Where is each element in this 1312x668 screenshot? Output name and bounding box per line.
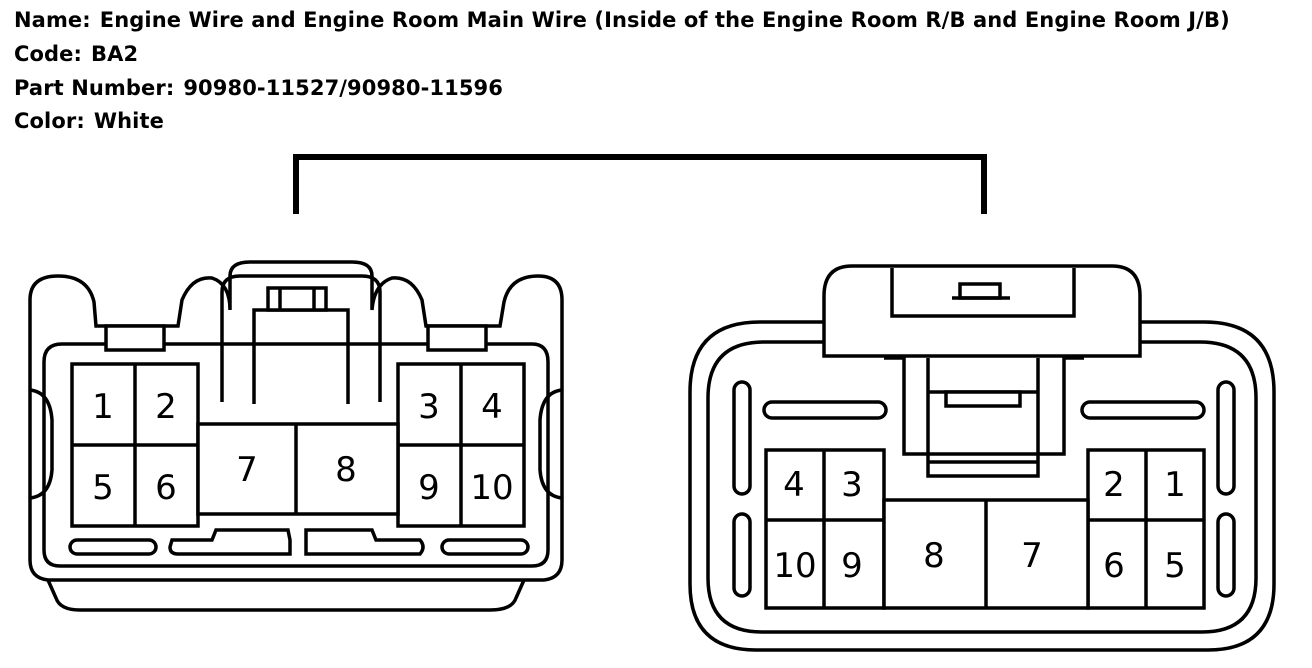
pin-label: 2 <box>1103 465 1125 505</box>
side-slot <box>1216 380 1236 496</box>
left-pin-labels: 1 2 3 4 5 6 7 8 9 10 <box>92 387 513 508</box>
pin-label: 6 <box>1103 546 1125 586</box>
pin-label: 4 <box>783 465 805 505</box>
bottom-slot <box>304 528 425 556</box>
part-number-value: 90980-11527/90980-11596 <box>183 76 503 100</box>
center-latch <box>884 356 1084 456</box>
pin-label: 10 <box>773 546 816 586</box>
lock-tab <box>104 324 166 352</box>
top-housing <box>822 264 1142 358</box>
top-housing-inner <box>890 268 1076 318</box>
side-slot <box>732 512 752 598</box>
lock-tab <box>426 324 488 352</box>
left-inner-shell <box>42 342 550 568</box>
part-number-line: Part Number: 90980-11527/90980-11596 <box>14 76 503 100</box>
pin-label: 2 <box>155 387 177 427</box>
pin-label: 3 <box>841 465 863 505</box>
pin-label: 9 <box>841 546 863 586</box>
center-latch <box>252 308 350 404</box>
code-line: Code: BA2 <box>14 42 138 66</box>
right-connector <box>688 264 1276 652</box>
housing-tab <box>958 282 1002 300</box>
center-latch-body <box>926 358 1040 478</box>
code-label: Code: <box>14 42 83 66</box>
left-bottom-lip <box>46 579 526 612</box>
horizontal-slot <box>762 400 888 420</box>
left-connector <box>28 260 564 612</box>
name-value: Engine Wire and Engine Room Main Wire (I… <box>99 8 1230 32</box>
color-value: White <box>93 109 164 133</box>
latch-button <box>266 286 328 312</box>
left-side-lug <box>29 388 54 500</box>
pin-label: 1 <box>1164 465 1186 505</box>
center-cavity-block <box>196 422 400 516</box>
pin-label: 10 <box>470 468 513 508</box>
right-side-lug <box>538 388 563 500</box>
pin-label: 7 <box>236 450 258 490</box>
horizontal-slot <box>1080 400 1206 420</box>
bottom-slot <box>68 538 158 556</box>
name-line: Name: Engine Wire and Engine Room Main Wi… <box>14 8 1230 32</box>
side-slot <box>732 380 752 496</box>
center-latch-housing <box>220 274 382 402</box>
pin-label: 8 <box>335 450 357 490</box>
left-outer-shell <box>28 260 564 582</box>
connector-bracket <box>293 154 987 214</box>
color-line: Color: White <box>14 109 164 133</box>
side-slot <box>1216 512 1236 598</box>
part-number-label: Part Number: <box>14 76 175 100</box>
pin-label: 5 <box>1164 546 1186 586</box>
right-outer-shell <box>688 320 1276 652</box>
right-inner-shell <box>706 340 1258 634</box>
bottom-slot <box>168 528 292 556</box>
pin-label: 9 <box>418 468 440 508</box>
pin-label: 7 <box>1021 536 1043 576</box>
pin-label: 8 <box>923 536 945 576</box>
pin-label: 1 <box>92 387 114 427</box>
bottom-slot <box>440 538 530 556</box>
code-value: BA2 <box>91 42 139 66</box>
latch-button <box>944 390 1022 408</box>
right-pin-labels: 4 3 2 1 10 9 8 7 6 5 <box>773 465 1185 586</box>
pin-label: 6 <box>155 468 177 508</box>
pin-label: 3 <box>418 387 440 427</box>
pin-label: 4 <box>481 387 503 427</box>
name-label: Name: <box>14 8 91 32</box>
pin-label: 5 <box>92 468 114 508</box>
color-label: Color: <box>14 109 85 133</box>
